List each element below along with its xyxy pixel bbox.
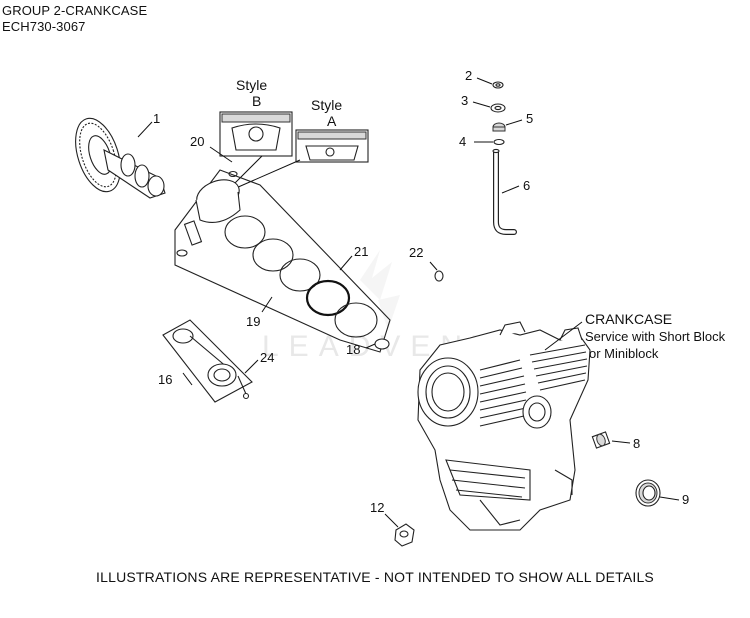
disclaimer-footer: ILLUSTRATIONS ARE REPRESENTATIVE - NOT I… [96,569,654,585]
callout-2: 2 [465,68,472,83]
o-ring-4[interactable] [493,138,505,146]
diagram-group-title: GROUP 2-CRANKCASE [2,3,148,18]
connecting-rod-part[interactable] [162,319,253,403]
style-a-letter: A [327,113,337,129]
piston-style-b[interactable] [219,111,293,157]
nut-5[interactable] [492,122,506,132]
callout-16: 16 [158,372,172,387]
crankcase-service-line1: Service with Short Block [585,329,726,344]
callout-22: 22 [409,245,423,260]
washer-2[interactable] [492,81,504,89]
callout-5: 5 [526,111,533,126]
callout-20: 20 [190,134,204,149]
oil-seal-9[interactable] [635,479,661,507]
washer-3[interactable] [490,103,506,113]
crankcase-block[interactable] [417,321,591,531]
callout-4: 4 [459,134,466,149]
callout-9: 9 [682,492,689,507]
callout-12: 12 [370,500,384,515]
camshaft-part[interactable] [67,113,166,199]
plug-8[interactable] [591,431,611,449]
callout-21: 21 [354,244,368,259]
style-b-word: Style [236,77,267,93]
breather-tube-6[interactable] [492,148,517,235]
crankcase-service-line2: or Miniblock [589,346,659,361]
plug-12[interactable] [394,523,415,547]
crankcase-title: CRANKCASE [585,311,672,327]
callout-3: 3 [461,93,468,108]
callout-1: 1 [153,111,160,126]
watermark-logo [360,250,400,330]
piston-style-a[interactable] [295,129,369,163]
engine-model-number: ECH730-3067 [2,19,86,34]
callout-19: 19 [246,314,260,329]
callout-8: 8 [633,436,640,451]
callout-18: 18 [346,342,360,357]
style-a-word: Style [311,97,342,113]
plug-22[interactable] [434,270,444,282]
piston-assembly-group[interactable] [174,169,391,353]
callout-6: 6 [523,178,530,193]
plug-18[interactable] [374,338,390,350]
style-b-letter: B [252,93,261,109]
callout-24: 24 [260,350,274,365]
